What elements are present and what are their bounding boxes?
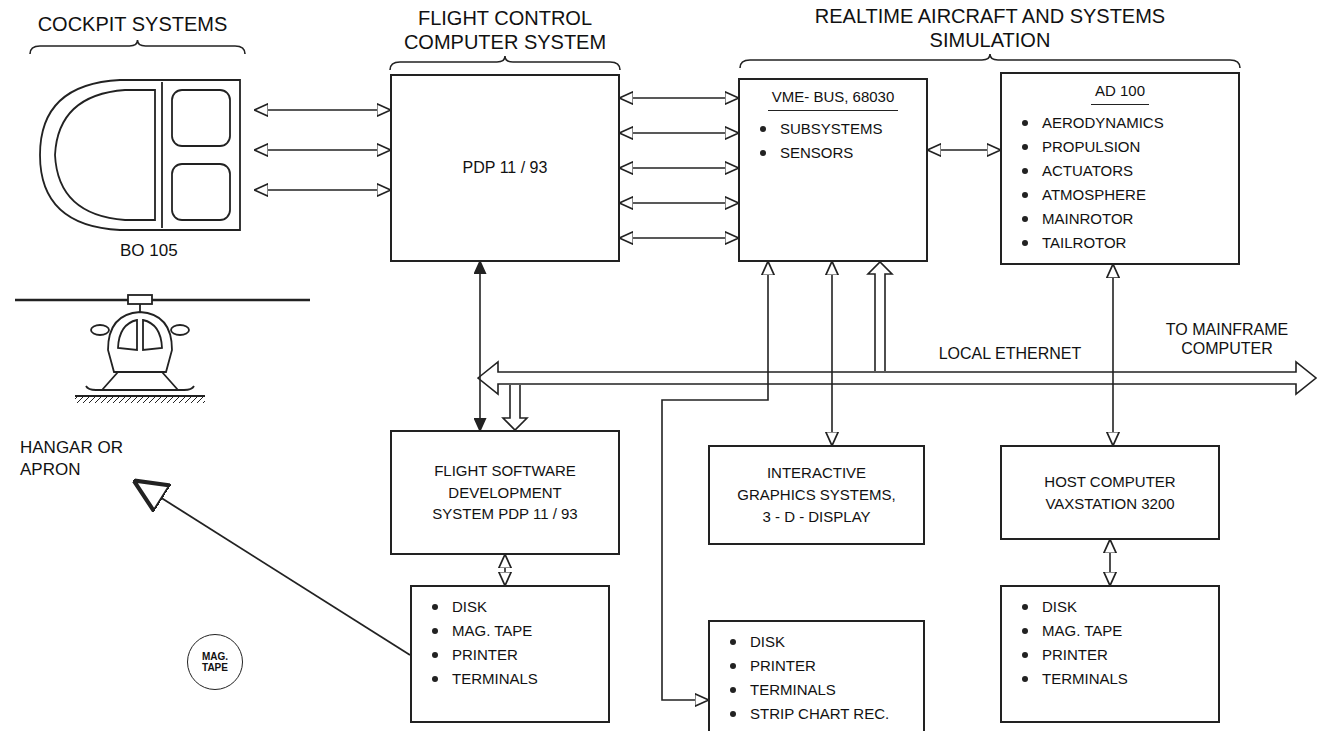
box-text: FLIGHT SOFTWARE DEVELOPMENT SYSTEM PDP 1…: [420, 460, 590, 525]
peripheral-box: DISKMAG. TAPEPRINTERTERMINALS: [1000, 585, 1220, 723]
connector-arrow: [620, 132, 738, 134]
helicopter-illustration: [15, 295, 310, 403]
bullet-item: TERMINALS: [1012, 667, 1208, 691]
bullet-item: AERODYNAMICS: [1012, 111, 1228, 135]
bullet-item: PRINTER: [1012, 643, 1208, 667]
cockpit-frame: [161, 82, 163, 228]
bullet-item: ATMOSPHERE: [1012, 183, 1228, 207]
bus-label: TO MAINFRAME COMPUTER: [1162, 320, 1292, 358]
bullet-item: PRINTER: [422, 643, 598, 667]
connector-arrow: [831, 262, 833, 445]
helicopter-body: [108, 312, 172, 372]
bullet-item: ACTUATORS: [1012, 159, 1228, 183]
bracket: [390, 56, 620, 70]
figure-label: HANGAR OR APRON: [20, 437, 140, 481]
bullet-item: DISK: [422, 595, 598, 619]
computer-box: FLIGHT SOFTWARE DEVELOPMENT SYSTEM PDP 1…: [390, 430, 620, 555]
section-heading: FLIGHT CONTROL COMPUTER SYSTEM: [385, 6, 625, 54]
cockpit-window: [172, 164, 230, 220]
section-heading: REALTIME AIRCRAFT AND SYSTEMS SIMULATION: [760, 4, 1220, 52]
box-text: PDP 11 / 93: [463, 156, 548, 179]
connector-arrow: [1109, 540, 1111, 585]
helicopter-window: [143, 320, 162, 350]
connector-arrow: [135, 481, 410, 655]
ethernet-tap: [868, 262, 892, 371]
computer-box: HOST COMPUTER VAXSTATION 3200: [1000, 445, 1220, 540]
helicopter-group: BO 105HANGAR OR APRON: [15, 240, 315, 481]
connector-arrow: [620, 237, 738, 239]
bullet-item: SUBSYSTEMS: [750, 117, 916, 141]
rotor-hub: [128, 295, 152, 304]
bullet-item: TAILROTOR: [1012, 231, 1228, 255]
bullet-item: TERMINALS: [720, 678, 913, 702]
bus-label: LOCAL ETHERNET: [925, 344, 1095, 363]
cockpit-window: [172, 90, 230, 146]
box-heading: VME- BUS, 68030: [750, 86, 916, 117]
bullet-item: PROPULSION: [1012, 135, 1228, 159]
ethernet-tap: [503, 385, 527, 430]
ethernet-bus: [478, 362, 1316, 394]
computer-box: VME- BUS, 68030SUBSYSTEMSSENSORS: [738, 78, 928, 262]
connector-arrow: [255, 189, 390, 191]
connector-arrow: [928, 149, 1000, 151]
box-heading: AD 100: [1012, 80, 1228, 111]
ground-hatching: [75, 396, 205, 403]
graphics-box: INTERACTIVE GRAPHICS SYSTEMS, 3 - D - DI…: [708, 445, 925, 545]
section-heading: COCKPIT SYSTEMS: [10, 12, 255, 36]
bullet-item: SENSORS: [750, 141, 916, 165]
helicopter-window: [118, 320, 137, 350]
bullet-item: DISK: [720, 630, 913, 654]
rotor-blade: [15, 299, 310, 301]
bullet-item: DISK: [1012, 595, 1208, 619]
connector-arrow: [620, 167, 738, 169]
cockpit-group: COCKPIT SYSTEMS: [10, 8, 255, 238]
connector-arrow: [255, 149, 390, 151]
connector-arrow: [504, 555, 506, 585]
bullet-item: MAG. TAPE: [1012, 619, 1208, 643]
box-text: INTERACTIVE GRAPHICS SYSTEMS, 3 - D - DI…: [732, 462, 902, 527]
engine-intake: [171, 325, 189, 335]
figure-label: BO 105: [120, 240, 315, 262]
skid: [86, 372, 194, 390]
computer-box: PDP 11 / 93: [390, 74, 620, 262]
connector-arrow: [479, 262, 481, 430]
connector-arrow: [1112, 265, 1114, 445]
peripheral-box: DISKPRINTERTERMINALSSTRIP CHART REC.: [708, 620, 925, 731]
box-text: MAG. TAPE: [195, 651, 235, 674]
engine-intake: [91, 325, 109, 335]
box-text: HOST COMPUTER VAXSTATION 3200: [1025, 471, 1195, 515]
bullet-item: STRIP CHART REC.: [720, 702, 913, 726]
computer-box: AD 100AERODYNAMICSPROPULSIONACTUATORSATM…: [1000, 72, 1240, 265]
bracket: [30, 40, 245, 54]
bullet-item: TERMINALS: [422, 667, 598, 691]
cockpit-window: [55, 90, 155, 220]
bullet-item: PRINTER: [720, 654, 913, 678]
bullet-item: MAINROTOR: [1012, 207, 1228, 231]
connector-arrow: [620, 202, 738, 204]
cockpit-illustration: [40, 80, 240, 230]
connector-arrow: [620, 97, 738, 99]
tape-reel: MAG. TAPE: [187, 634, 243, 690]
bullet-item: MAG. TAPE: [422, 619, 598, 643]
connector-arrow: [255, 109, 390, 111]
cockpit-outline: [40, 80, 240, 230]
peripheral-box: DISKMAG. TAPEPRINTERTERMINALS: [410, 585, 610, 723]
bracket: [740, 54, 1240, 68]
